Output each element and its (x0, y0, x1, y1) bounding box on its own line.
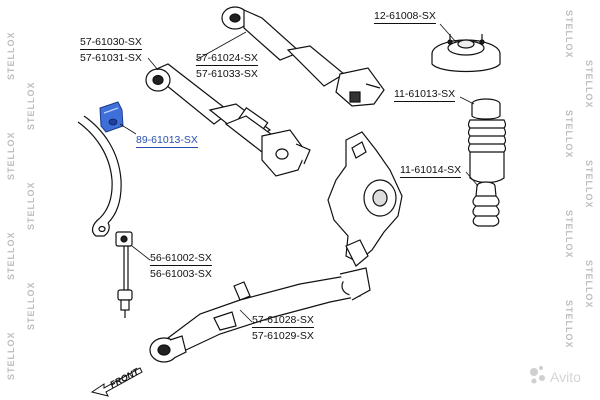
watermark-text: STELLOX (6, 131, 16, 180)
stabilizer-link (115, 231, 133, 318)
watermark-text: STELLOX (6, 31, 16, 80)
watermark-text: STELLOX (6, 231, 16, 280)
strut-mount (431, 34, 501, 73)
part-label-57-61033-sx[interactable]: 57-61033-SX (196, 68, 258, 80)
part-label-56-61003-sx[interactable]: 56-61003-SX (150, 268, 212, 280)
watermark-text: STELLOX (26, 281, 36, 330)
part-label-11-61013-sx[interactable]: 11-61013-SX (394, 88, 456, 102)
part-label-11-61014-sx[interactable]: 11-61014-SX (400, 164, 462, 178)
knuckle (327, 131, 403, 267)
watermark-left: STELLOX STELLOX STELLOX STELLOX STELLOX … (6, 31, 36, 380)
lateral-arm (224, 115, 311, 177)
upper-arm-2 (221, 6, 385, 107)
watermark-text: STELLOX (584, 60, 594, 109)
part-label-57-61024-sx[interactable]: 57-61024-SX (196, 52, 258, 66)
dust-boot (467, 98, 507, 184)
lower-arm-bushing (149, 335, 187, 363)
avito-text: Avito (550, 369, 581, 385)
part-label-57-61028-sx[interactable]: 57-61028-SX (252, 314, 314, 328)
bump-stop (472, 181, 500, 227)
part-label-12-61008-sx[interactable]: 12-61008-SX (374, 10, 436, 24)
watermark-text: STELLOX (564, 10, 574, 59)
stabilizer-bushing[interactable] (99, 101, 124, 133)
avito-badge: Avito (530, 366, 581, 385)
part-label-57-61031-sx[interactable]: 57-61031-SX (80, 52, 142, 64)
watermark-text: STELLOX (564, 300, 574, 349)
part-label-56-61002-sx[interactable]: 56-61002-SX (150, 252, 212, 266)
stabilizer-bar (77, 115, 122, 237)
front-label: FRONT (108, 366, 141, 390)
watermark-text: STELLOX (564, 110, 574, 159)
watermark-text: STELLOX (584, 260, 594, 309)
watermark-text: STELLOX (6, 331, 16, 380)
watermark-text: STELLOX (584, 160, 594, 209)
front-arrow: FRONT (90, 366, 143, 397)
leader-lines (119, 23, 479, 323)
watermark-right: STELLOX STELLOX STELLOX STELLOX STELLOX … (564, 10, 594, 349)
watermark-text: STELLOX (26, 181, 36, 230)
part-label-89-61013-sx[interactable]: 89-61013-SX (136, 134, 198, 148)
lower-arm (166, 267, 371, 351)
part-label-57-61029-sx[interactable]: 57-61029-SX (252, 330, 314, 342)
watermark-text: STELLOX (26, 81, 36, 130)
watermark-text: STELLOX (564, 210, 574, 259)
part-label-57-61030-sx[interactable]: 57-61030-SX (80, 36, 142, 50)
